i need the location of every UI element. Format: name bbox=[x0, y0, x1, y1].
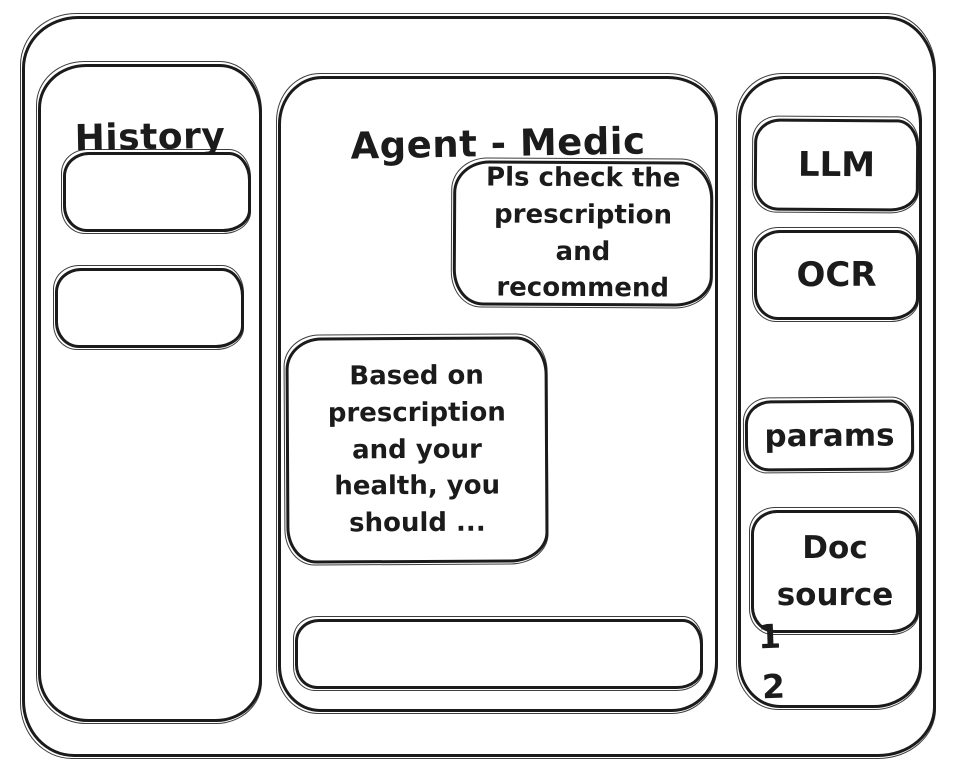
llm-button[interactable]: LLM bbox=[753, 118, 920, 212]
message-input-box[interactable] bbox=[293, 616, 703, 691]
doc-source-item-2[interactable]: 2 bbox=[761, 666, 786, 707]
history-item-2[interactable] bbox=[53, 265, 244, 350]
chat-message-user: Pls check the prescription and recommend bbox=[452, 160, 714, 307]
doc-source-button[interactable]: Doc source bbox=[749, 507, 919, 635]
history-item-1[interactable] bbox=[61, 149, 251, 234]
history-panel: History bbox=[36, 61, 262, 724]
ocr-button[interactable]: OCR bbox=[752, 227, 919, 322]
chat-panel: Agent - Medic Pls check the prescription… bbox=[276, 73, 718, 714]
chat-message-assistant: Based on prescription and your health, y… bbox=[285, 336, 549, 564]
message-input[interactable] bbox=[298, 622, 700, 686]
doc-source-item-1[interactable]: 1 bbox=[757, 616, 782, 657]
tools-panel: LLM OCR params Doc source 1 2 bbox=[736, 73, 922, 710]
params-button[interactable]: params bbox=[744, 399, 915, 472]
